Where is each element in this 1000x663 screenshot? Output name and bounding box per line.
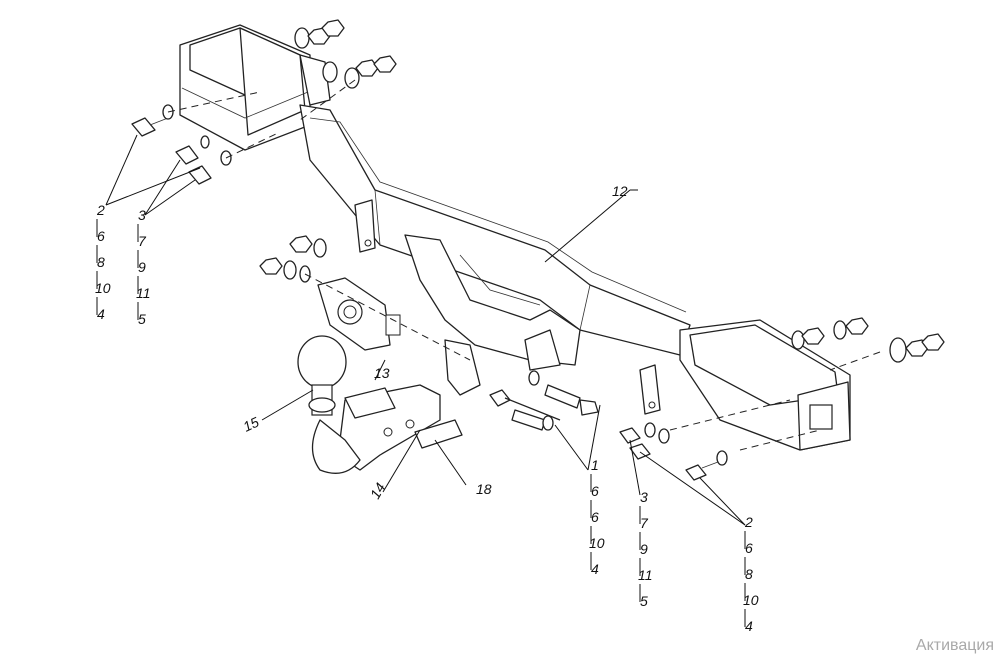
label-tow-ball-mount: 14 bbox=[367, 480, 389, 502]
label-socket-plate: 13 bbox=[374, 365, 390, 381]
label-stack-left-a: 2 6 8 10 4 bbox=[95, 202, 111, 322]
label-right-mid-2: 7 bbox=[640, 515, 649, 531]
label-left-a-3: 8 bbox=[97, 254, 105, 270]
label-plate-18: 18 bbox=[476, 481, 492, 497]
label-left-a-5: 4 bbox=[97, 306, 105, 322]
label-ball: 15 bbox=[241, 414, 262, 435]
label-right-5: 4 bbox=[745, 618, 753, 634]
label-right-mid-4: 11 bbox=[638, 567, 653, 583]
label-right-3: 8 bbox=[745, 566, 753, 582]
label-right-2: 6 bbox=[745, 540, 753, 556]
label-right-mid-1: 3 bbox=[640, 489, 648, 505]
label-left-b-5: 5 bbox=[138, 311, 146, 327]
label-left-a-4: 10 bbox=[95, 280, 111, 296]
label-stack-left-b: 3 7 9 11 5 bbox=[136, 207, 151, 327]
label-stack-right: 2 6 8 10 4 bbox=[743, 514, 759, 634]
label-center-4: 10 bbox=[589, 535, 605, 551]
socket-plate bbox=[317, 277, 401, 419]
label-right-mid-5: 5 bbox=[640, 593, 648, 609]
label-left-b-1: 3 bbox=[138, 207, 146, 223]
label-right-4: 10 bbox=[743, 592, 759, 608]
fasteners bbox=[131, 19, 945, 481]
label-left-b-3: 9 bbox=[138, 259, 146, 275]
leader-lines bbox=[105, 134, 746, 526]
label-left-a-2: 6 bbox=[97, 228, 105, 244]
tow-ball bbox=[297, 335, 347, 416]
label-stack-right-mid: 3 7 9 11 5 bbox=[638, 489, 653, 609]
plate-18 bbox=[414, 419, 463, 449]
label-main-beam: 12 bbox=[612, 183, 628, 199]
label-left-b-2: 7 bbox=[138, 233, 147, 249]
label-left-a-1: 2 bbox=[96, 202, 105, 218]
label-stack-center: 1 6 6 10 4 bbox=[589, 457, 605, 577]
label-center-5: 4 bbox=[591, 561, 599, 577]
assembly-lines bbox=[167, 79, 881, 451]
activation-watermark: Активация bbox=[915, 637, 994, 654]
label-left-b-4: 11 bbox=[136, 285, 151, 301]
label-right-mid-3: 9 bbox=[640, 541, 648, 557]
label-center-3: 6 bbox=[591, 509, 599, 525]
label-center-2: 6 bbox=[591, 483, 599, 499]
label-center-1: 1 bbox=[591, 457, 599, 473]
label-right-1: 2 bbox=[744, 514, 753, 530]
main-beam bbox=[179, 24, 851, 451]
